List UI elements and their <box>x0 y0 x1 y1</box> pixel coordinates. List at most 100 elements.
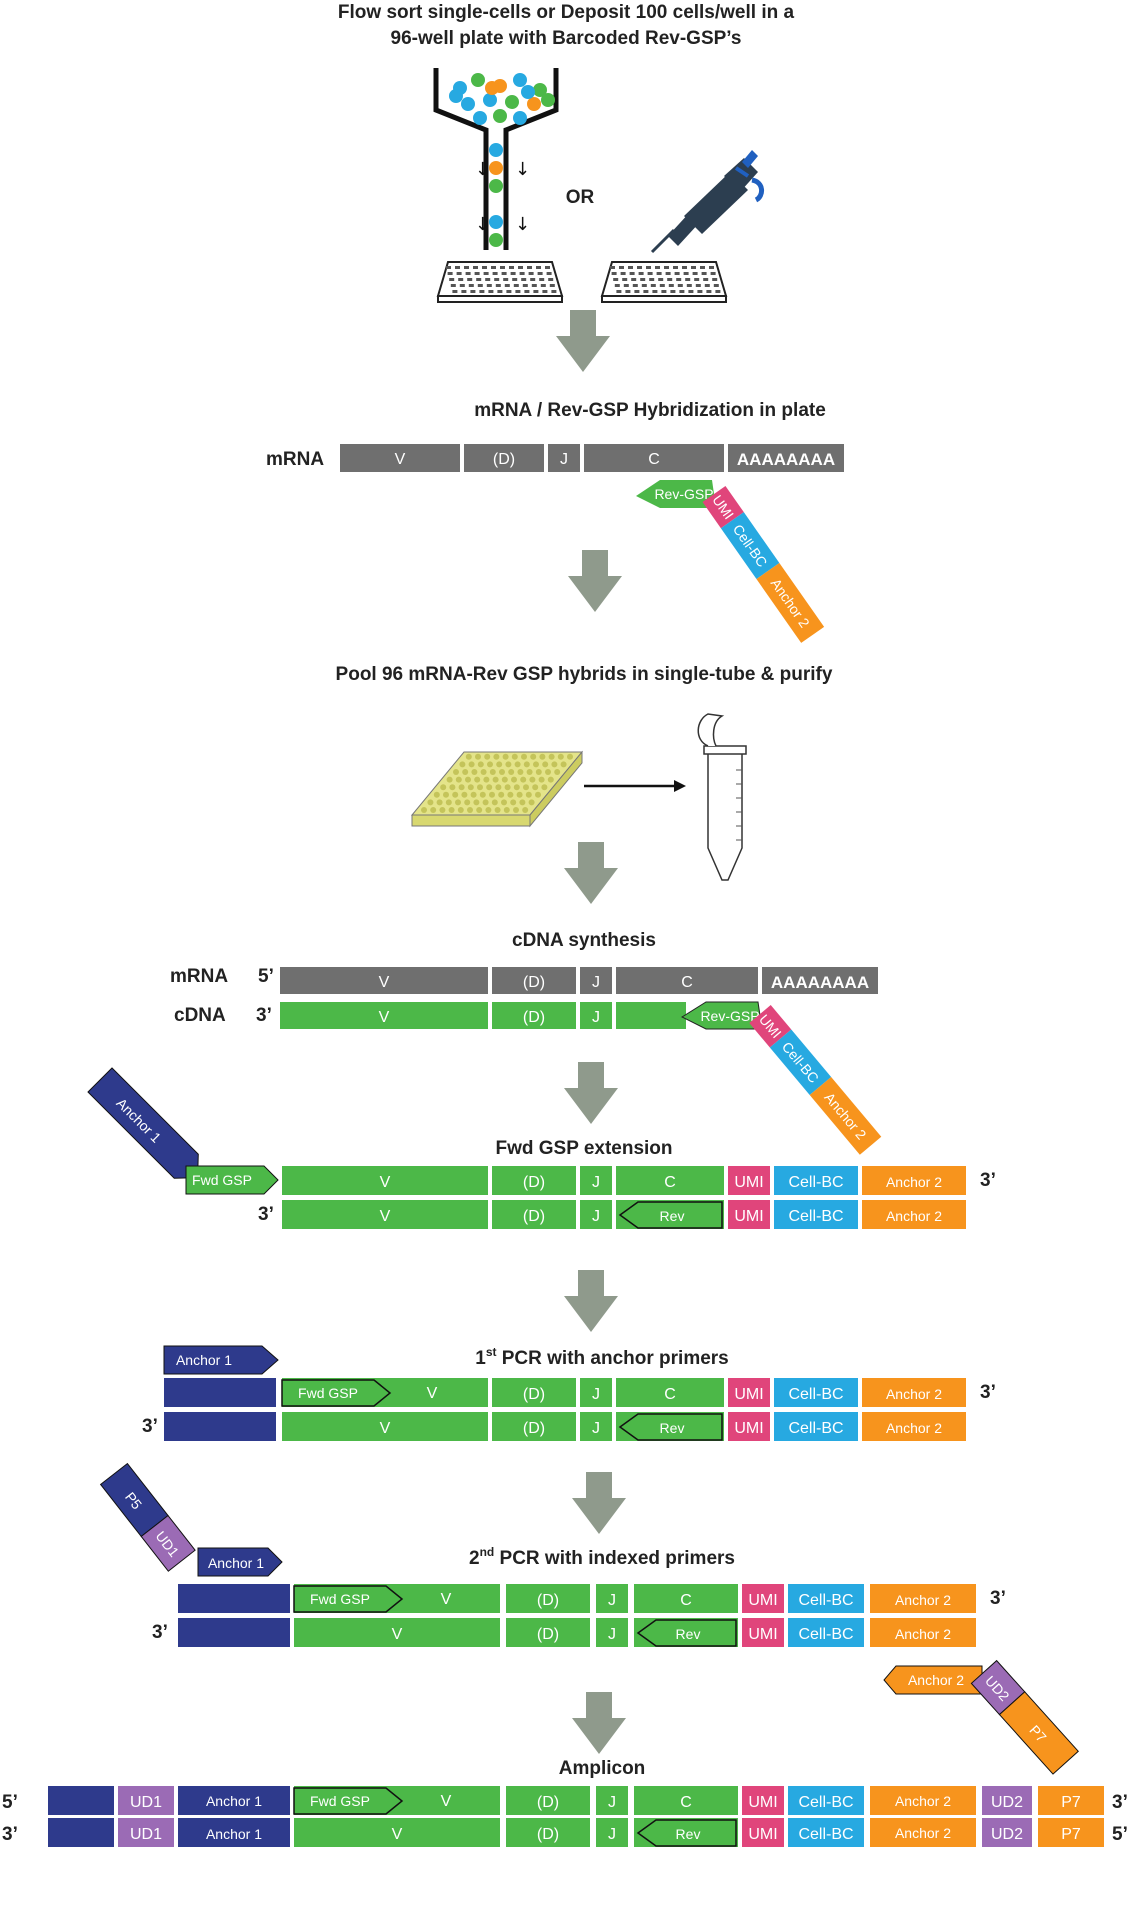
segment-c: C <box>664 1386 676 1403</box>
svg-text:↓: ↓ <box>475 214 490 235</box>
anchor2-label: Anchor 2 <box>895 1626 951 1642</box>
segment-j: J <box>592 1386 600 1403</box>
plate-well <box>616 290 622 293</box>
cell-dot <box>489 143 503 157</box>
segment-d: (D) <box>523 1420 545 1437</box>
plate-well <box>674 272 680 275</box>
plate-well <box>622 278 628 281</box>
plate-well <box>421 807 427 813</box>
ud2-label: UD2 <box>991 1794 1023 1811</box>
cell-dot <box>489 215 503 229</box>
plate-well <box>643 290 649 293</box>
segment-j: J <box>592 1174 600 1191</box>
plate-well <box>503 807 510 813</box>
segment-v: V <box>395 451 406 468</box>
cell-dot <box>473 111 487 125</box>
umi-label: UMI <box>734 1386 763 1403</box>
cell-bc-label: Cell-BC <box>788 1420 843 1437</box>
cell-bc-label: Cell-BC <box>788 1208 843 1225</box>
plate-well <box>631 278 637 281</box>
step7-3prime-bottom: 3’ <box>152 1622 168 1643</box>
cell-dot <box>505 95 519 109</box>
segment-polya: AAAAAAAA <box>771 973 869 992</box>
plate-well <box>695 284 701 287</box>
plate-well <box>476 807 483 813</box>
plate-well <box>459 761 466 768</box>
step4-cdna-3prime: 3’ <box>256 1005 272 1026</box>
anchor1-label: Anchor 1 <box>176 1352 232 1368</box>
plate-well <box>508 769 515 775</box>
plate-well <box>668 284 674 287</box>
plate-well <box>499 769 505 775</box>
plate-well <box>551 290 557 293</box>
plate-well <box>697 290 703 293</box>
anchor2-label: Anchor 2 <box>895 1793 951 1809</box>
rev-gsp-label: Rev-GSP <box>654 486 713 502</box>
plate-well <box>488 290 494 293</box>
cell-bc-label: Cell-BC <box>798 1626 853 1643</box>
cell-dot <box>513 111 527 125</box>
plate-well <box>475 753 481 760</box>
plate-well <box>501 776 508 783</box>
plate-well <box>646 266 651 269</box>
plate-well <box>523 784 529 791</box>
svg-text:↓: ↓ <box>515 214 530 235</box>
segment-v: V <box>441 1793 452 1810</box>
plate-well <box>549 284 555 287</box>
step6-3prime-top: 3’ <box>980 1382 996 1403</box>
fwd-gsp-label: Fwd GSP <box>310 1793 370 1809</box>
segment-polya: AAAAAAAA <box>737 450 835 469</box>
segment-v: V <box>380 1420 391 1437</box>
plate-well <box>449 278 455 281</box>
plate-well <box>710 272 716 275</box>
svg-text:↓: ↓ <box>515 159 530 180</box>
plate-well <box>458 784 465 791</box>
plate-well <box>485 278 491 281</box>
plate-well <box>539 753 546 760</box>
plate-well <box>703 278 709 281</box>
plate-well <box>567 753 573 760</box>
step5-anchor1-primer: Anchor 1 Fwd GSP <box>87 1067 279 1195</box>
plate-well <box>458 278 464 281</box>
plate-well <box>519 272 525 275</box>
step4-mrna-label: mRNA <box>170 966 228 987</box>
plate-well <box>467 807 473 813</box>
plate-well <box>521 278 527 281</box>
plate-well <box>676 278 682 281</box>
segment-v: V <box>379 974 390 991</box>
step6-3prime-bottom: 3’ <box>142 1416 158 1437</box>
anchor2-label: Anchor 2 <box>886 1208 942 1224</box>
plate-well <box>545 769 551 775</box>
cell-dot <box>489 233 503 247</box>
plate-well <box>462 769 469 775</box>
segment-d: (D) <box>523 1174 545 1191</box>
umi-label: UMI <box>734 1208 763 1225</box>
segment-c: C <box>664 1174 676 1191</box>
anchor2-label: Anchor 2 <box>886 1420 942 1436</box>
plate-well <box>474 272 480 275</box>
step5-3prime-top: 3’ <box>980 1170 996 1191</box>
anchor2-label: Anchor 2 <box>895 1592 951 1608</box>
step7-bottom-strand: V (D) J Rev UMI Cell-BC Anchor 2 <box>178 1618 976 1647</box>
cell-dot <box>489 179 503 193</box>
plate-well <box>455 776 462 783</box>
plate-well <box>457 807 464 813</box>
plate-well <box>517 769 524 775</box>
flow-arrow-7 <box>572 1692 626 1754</box>
plate-well <box>525 791 532 798</box>
plate-well <box>436 799 443 806</box>
plate-well <box>530 753 537 760</box>
plate-well <box>430 807 437 813</box>
umi-label: UMI <box>734 1420 763 1437</box>
plate-well <box>452 290 458 293</box>
plate-well <box>511 753 518 760</box>
rev-label: Rev <box>660 1208 685 1224</box>
plate-well <box>545 266 550 269</box>
plate-well <box>670 290 676 293</box>
plate-well <box>433 791 440 798</box>
plate-well <box>427 799 434 806</box>
transfer-arrow <box>584 780 686 792</box>
segment-v: V <box>392 1626 403 1643</box>
plate-well <box>620 272 626 275</box>
